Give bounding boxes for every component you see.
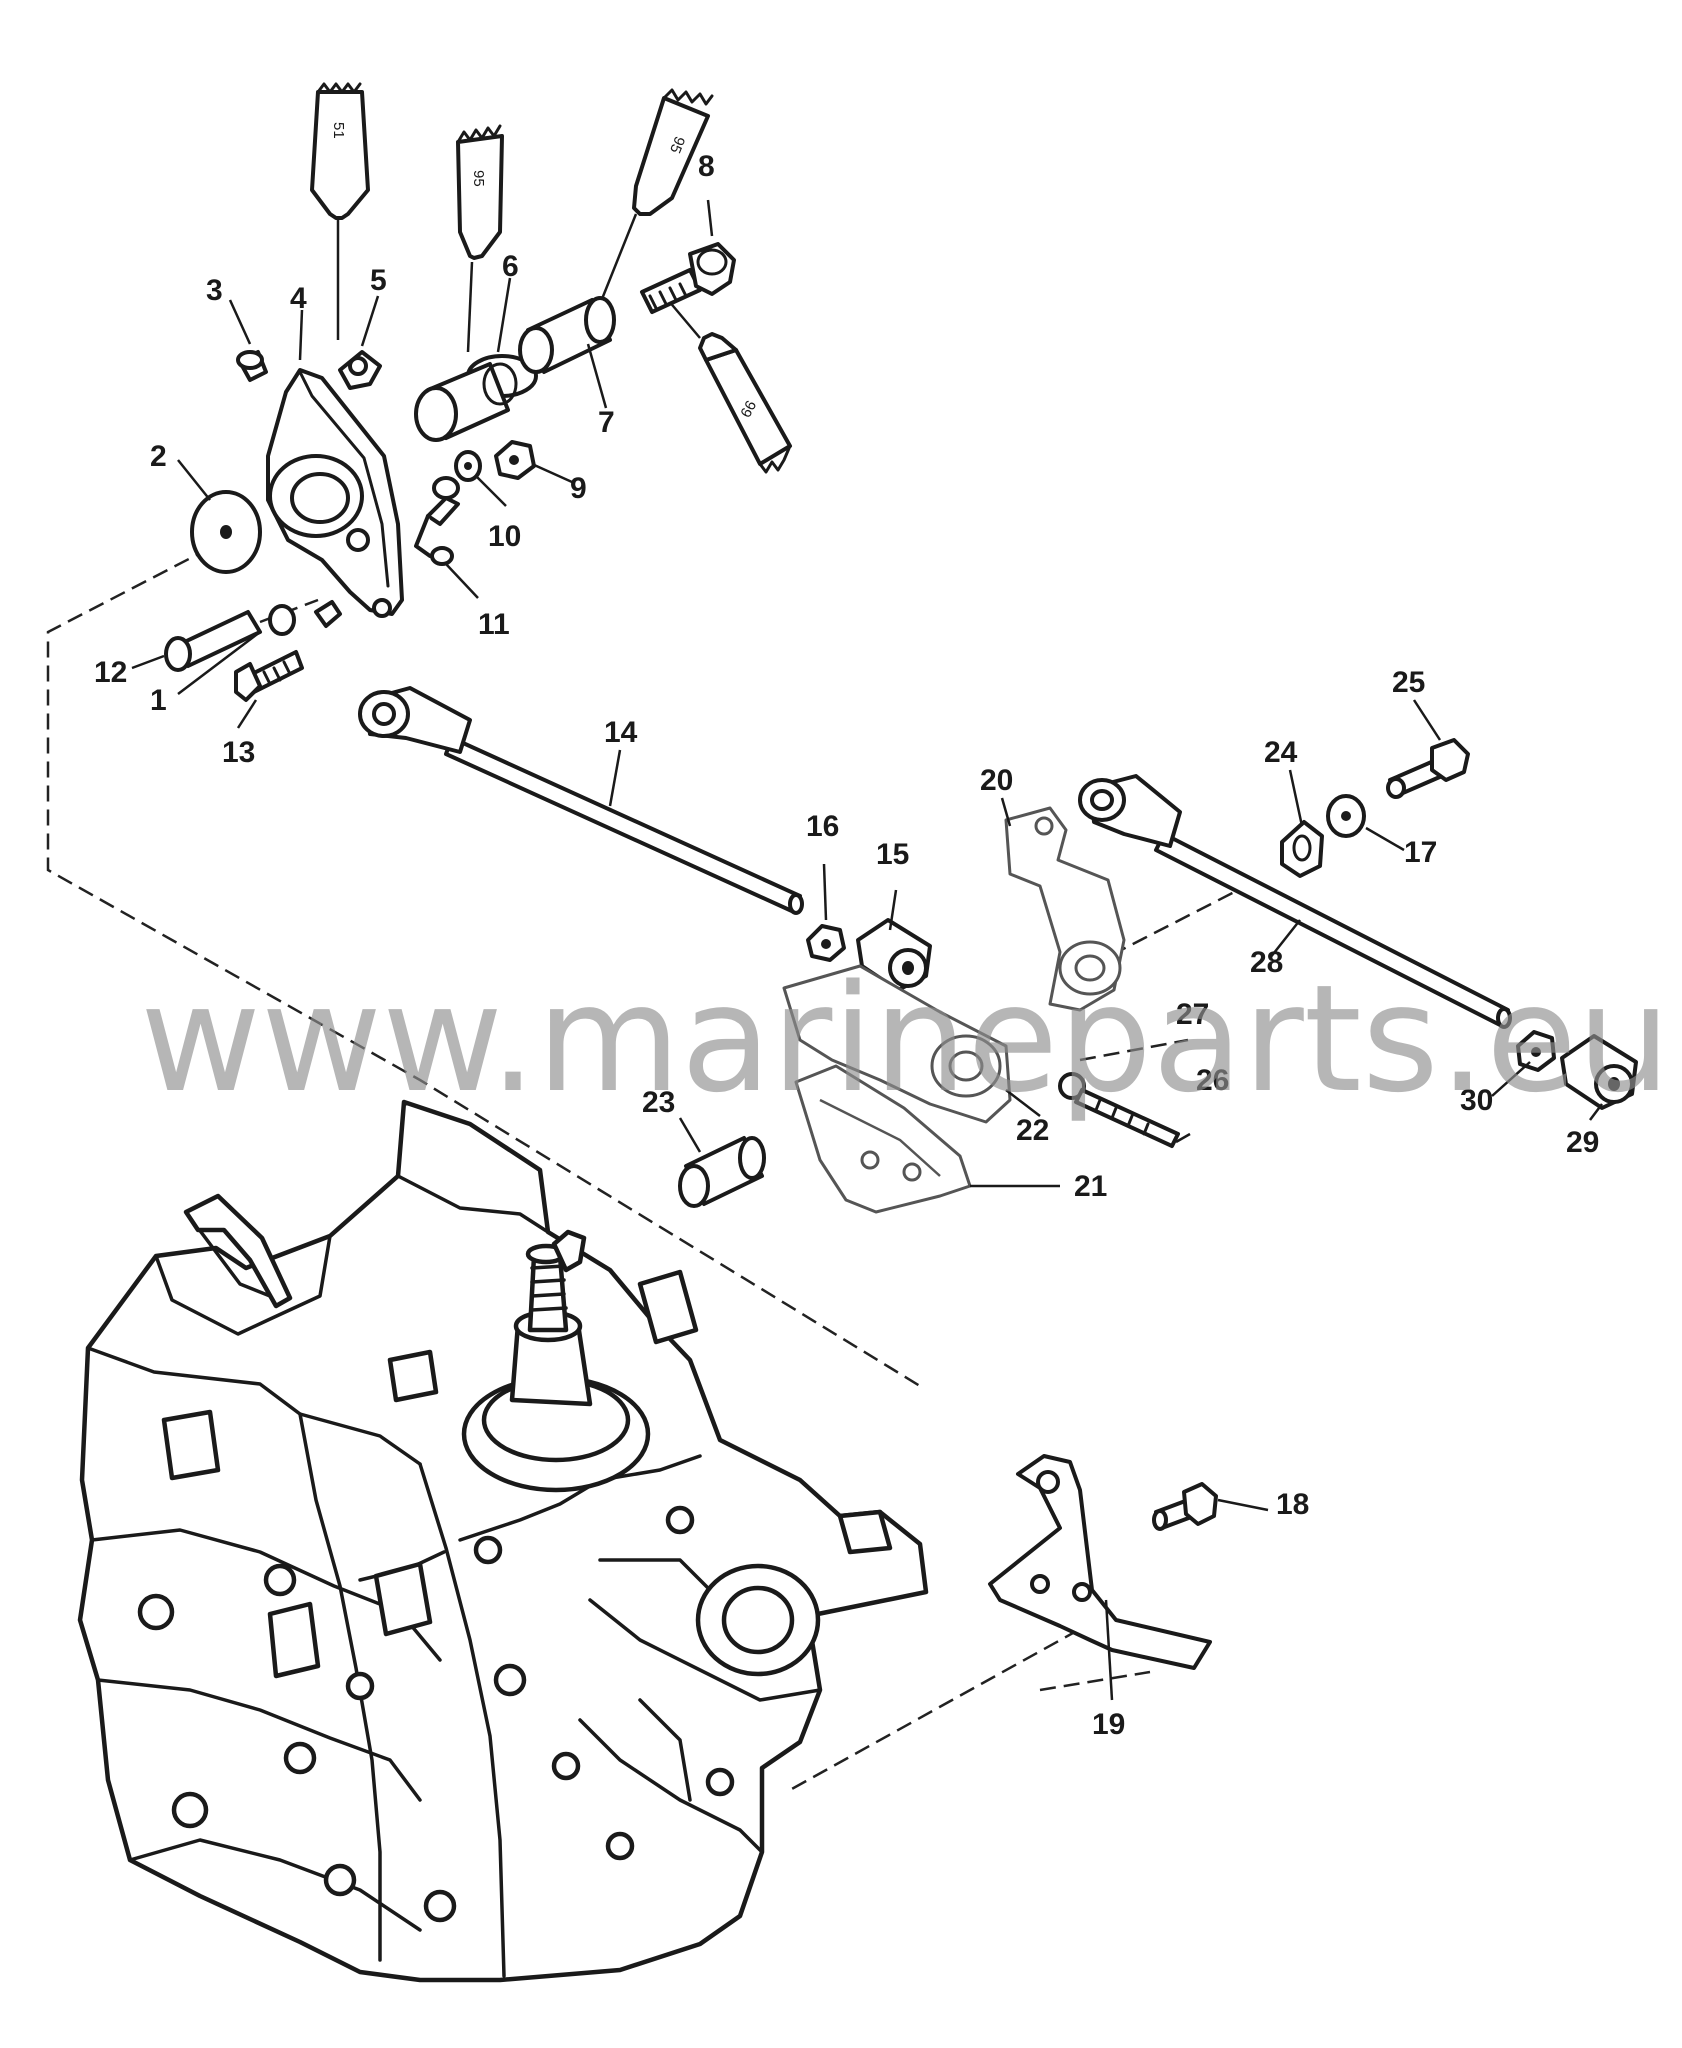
part-30-nut [1516, 1030, 1556, 1072]
tube-code: 51 [330, 122, 347, 139]
callout-30: 30 [1460, 1084, 1493, 1117]
engine-block [77, 1099, 929, 1983]
part-18-bolt [1152, 1482, 1218, 1531]
tube-code: 66 [737, 398, 760, 421]
part-3-cap [236, 350, 268, 382]
callout-15: 15 [876, 838, 909, 871]
part-14-rod [358, 686, 804, 915]
callout-4: 4 [290, 282, 307, 315]
callout-3: 3 [206, 274, 223, 307]
lubricant-tube-95-b: 95 [598, 88, 714, 305]
callout-6: 6 [502, 250, 519, 283]
lubricant-tube-66: 66 [667, 299, 792, 474]
part-11-clip [414, 476, 460, 566]
callout-14: 14 [604, 716, 638, 749]
callout-20: 20 [980, 764, 1013, 797]
callout-2: 2 [150, 440, 167, 473]
callout-22: 22 [1016, 1114, 1049, 1147]
part-5-fitting [338, 350, 382, 390]
part-16-nut [806, 924, 846, 962]
part-9-nut [494, 440, 536, 480]
lubricant-tube-51: 51 [310, 82, 370, 340]
part-17-washer [1326, 794, 1366, 838]
lubricant-tube-95-a: 95 [456, 124, 504, 353]
part-24-gasket [1280, 820, 1324, 878]
part-8-bolt [640, 242, 736, 314]
callout-28: 28 [1250, 946, 1283, 979]
part-6-bushing [414, 354, 538, 442]
callout-29: 29 [1566, 1126, 1599, 1159]
callout-13: 13 [222, 736, 255, 769]
callout-12: 12 [94, 656, 127, 689]
callout-17: 17 [1404, 836, 1437, 869]
callout-1: 1 [150, 684, 167, 717]
callout-10: 10 [488, 520, 521, 553]
tube-code: 95 [470, 170, 487, 187]
callout-19: 19 [1092, 1708, 1125, 1741]
callout-18: 18 [1276, 1488, 1309, 1521]
callout-24: 24 [1264, 736, 1298, 769]
part-28-rod [1078, 774, 1512, 1029]
callout-11: 11 [478, 608, 510, 641]
part-20-bracket [1004, 806, 1126, 1012]
part-22-bracket [782, 964, 1012, 1124]
part-26-screw [1058, 1072, 1180, 1148]
callout-26: 26 [1196, 1064, 1229, 1097]
callout-9: 9 [570, 472, 587, 505]
callout-8: 8 [698, 150, 715, 183]
watermark-text: www.marineparts.eu [140, 953, 1671, 1125]
part-10-washer [454, 450, 482, 482]
tube-code: 95 [666, 134, 688, 156]
part-4-bracket [266, 368, 404, 618]
part-29-joint [1560, 1034, 1638, 1110]
part-7-sleeve [518, 296, 616, 374]
part-2-washer [190, 490, 262, 574]
callout-25: 25 [1392, 666, 1425, 699]
callout-27: 27 [1176, 998, 1209, 1031]
callout-leaders [131, 199, 1603, 1701]
part-23-spacer [678, 1136, 766, 1208]
callout-21: 21 [1074, 1170, 1107, 1203]
part-25-bolt [1386, 738, 1470, 799]
callout-5: 5 [370, 264, 387, 297]
part-15-joint [856, 918, 932, 992]
callout-labels: 3 4 5 6 7 8 9 10 11 2 12 1 13 14 16 15 1… [94, 150, 1599, 1741]
callout-23: 23 [642, 1086, 675, 1119]
callout-16: 16 [806, 810, 839, 843]
callout-7: 7 [598, 406, 615, 439]
part-21-plate [794, 1064, 972, 1214]
part-19-lever [988, 1454, 1212, 1670]
part-13-bolt [234, 600, 342, 702]
